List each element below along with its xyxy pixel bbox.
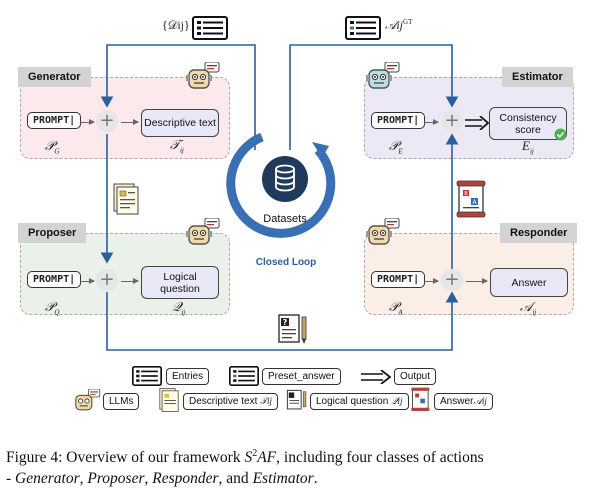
estimator-tag: Estimator <box>502 67 573 87</box>
output-arrow-icon <box>361 370 391 384</box>
database-icon <box>275 164 295 192</box>
legend-llms: LLMs <box>103 393 140 410</box>
answer-box: Answer <box>490 268 568 297</box>
responder-plus-icon: + <box>441 269 463 291</box>
descriptive-text-symbol: 𝒯ij <box>170 137 184 155</box>
proposer-prompt-symbol: 𝒫Q <box>45 299 60 317</box>
answer-scroll-icon: B A <box>456 180 486 218</box>
estimator-prompt-symbol: 𝒫E <box>389 138 403 156</box>
logical-question-icon: ? <box>278 314 307 344</box>
legend-descriptive-text: Descriptive text 𝒯ij <box>183 393 279 410</box>
consistency-score-symbol: Eij <box>522 138 534 156</box>
robot-icon <box>186 62 220 89</box>
robot-icon <box>186 218 220 245</box>
entries-icon <box>132 366 162 386</box>
responder-prompt-symbol: 𝒫A <box>389 299 403 317</box>
proposer-tag: Proposer <box>18 223 87 243</box>
estimator-plus-icon: + <box>441 110 463 132</box>
generator-prompt: PROMPT| <box>27 112 82 129</box>
proposer-prompt: PROMPT| <box>27 271 82 288</box>
legend-preset-answer: Preset_answer <box>262 368 341 385</box>
logical-question-icon <box>286 389 307 410</box>
legend-output: Output <box>394 368 437 385</box>
descriptive-text-doc-icon <box>159 388 179 412</box>
descriptive-text-box: Descriptive text <box>141 109 219 137</box>
legend-logical-question: Logical question 𝒬ij <box>310 393 409 410</box>
robot-icon <box>366 218 400 245</box>
generator-plus-icon: + <box>96 110 118 132</box>
proposer-plus-icon: + <box>96 269 118 291</box>
generator-prompt-symbol: 𝒫G <box>45 138 60 156</box>
figure-caption: Figure 4: Overview of our framework S2AF… <box>6 448 484 488</box>
legend-entries: Entries <box>166 368 210 385</box>
estimator-prompt-arrow <box>424 117 439 126</box>
svg-text:B: B <box>464 191 468 197</box>
legend-answer: Answer𝒜ij <box>434 393 493 410</box>
proposer-output-arrow <box>121 276 139 285</box>
responder-tag: Responder <box>500 223 578 243</box>
generator-tag: Generator <box>18 67 91 87</box>
answer-symbol: 𝒜ij <box>520 299 537 317</box>
generator-prompt-arrow <box>80 117 95 126</box>
entries-icon <box>192 16 228 40</box>
preset-answer-icon <box>229 366 259 386</box>
datasets-label: Datasets <box>263 213 307 225</box>
descriptive-text-doc-icon <box>113 183 139 215</box>
logical-question-symbol: 𝒬ij <box>172 299 186 317</box>
answer-scroll-icon <box>411 387 430 412</box>
dataset-set-label: {𝒟ij} <box>162 18 190 32</box>
robot-icon <box>366 62 400 89</box>
responder-prompt: PROMPT| <box>371 271 426 288</box>
svg-text:A: A <box>472 199 477 206</box>
output-arrow-icon <box>465 116 489 130</box>
proposer-prompt-arrow <box>80 276 95 285</box>
flow-lines <box>100 44 459 351</box>
preset-answer-icon <box>345 16 381 40</box>
generator-output-arrow <box>121 117 139 126</box>
svg-text:?: ? <box>283 318 288 327</box>
robot-icon <box>75 389 101 411</box>
responder-output-arrow <box>466 276 488 285</box>
closed-loop-label: Closed Loop <box>255 257 317 268</box>
estimator-prompt: PROMPT| <box>371 112 426 129</box>
ground-truth-label: 𝒜ijGT <box>385 18 413 32</box>
check-icon <box>554 128 567 141</box>
responder-prompt-arrow <box>424 276 439 285</box>
